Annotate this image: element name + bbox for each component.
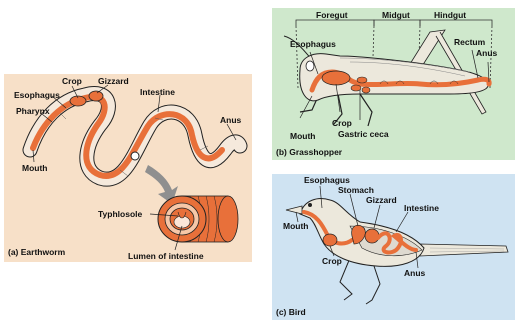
bird-gizzard-label: Gizzard (366, 196, 397, 205)
bird-caption: (c) Bird (276, 308, 306, 317)
bird-beak (286, 206, 302, 214)
bird-gizzard (365, 229, 379, 243)
bird-esophagus-label: Esophagus (304, 176, 350, 185)
bird-crop (323, 234, 337, 246)
bird-stomach-label: Stomach (338, 186, 374, 195)
bird-crop-label: Crop (322, 257, 342, 266)
bird-anus-label: Anus (404, 269, 425, 278)
bird-mouth-label: Mouth (283, 222, 309, 231)
bird-intestine-label: Intestine (404, 204, 439, 213)
